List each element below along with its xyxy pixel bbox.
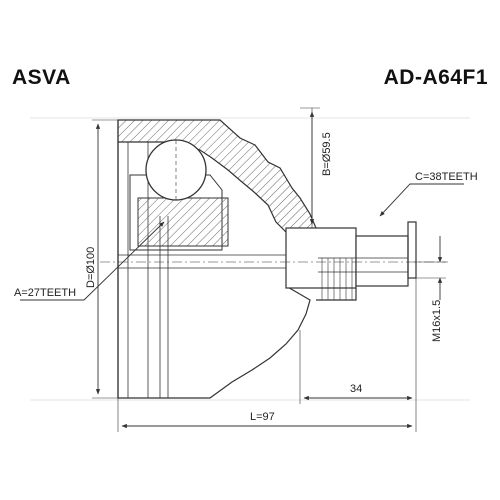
dim-thread bbox=[414, 236, 446, 300]
dim-d-diameter bbox=[92, 119, 118, 399]
brand-name: ASVA bbox=[12, 66, 71, 89]
leader-a-teeth bbox=[20, 221, 165, 301]
label-overall-length: L=97 bbox=[250, 411, 275, 423]
stub-shaft bbox=[285, 221, 417, 301]
label-c-teeth: C=38TEETH bbox=[415, 171, 478, 183]
dim-overall-length bbox=[117, 398, 413, 432]
leader-c-teeth bbox=[379, 183, 464, 217]
label-a-teeth: A=27TEETH bbox=[14, 287, 76, 299]
housing-outer-profile bbox=[117, 120, 311, 399]
label-d-diameter: D=Ø100 bbox=[85, 247, 97, 288]
part-number: AD-A64F1 bbox=[383, 66, 488, 89]
dim-stub-length bbox=[299, 278, 417, 432]
dim-b-diameter bbox=[300, 107, 320, 228]
label-stub-length: 34 bbox=[350, 383, 362, 395]
label-b-diameter: B=Ø59.5 bbox=[321, 132, 333, 176]
label-thread: M16x1.5 bbox=[431, 300, 443, 342]
